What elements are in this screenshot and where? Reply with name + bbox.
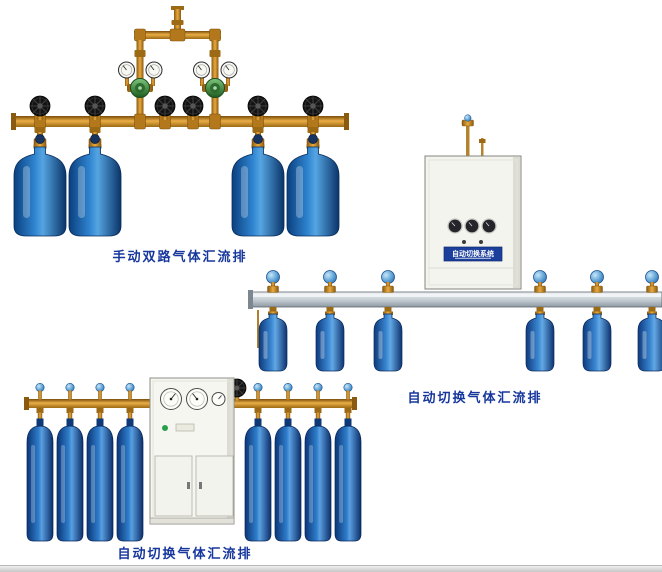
product-manual-dual-manifold [10,4,350,244]
cabinet-top-pipes [461,114,486,156]
caption-auto-switch-manifold-floor: 自动切换气体汇流排 [117,546,253,561]
product-auto-switch-manifold-wall: 自动切换系统 [238,108,662,380]
caption-auto-switch-manifold-wall: 自动切换气体汇流排 [407,390,543,405]
caption-manual-dual-manifold: 手动双路气体汇流排 [112,249,248,264]
cabinet-label: 自动切换系统 [452,249,494,258]
cylinder-valve-unit [373,270,403,372]
cabinet-label-plate [443,246,503,262]
pressure-gauge [447,218,463,234]
pressure-gauge [464,218,480,234]
cabinet-door-left [154,455,193,517]
indicator-light-green [162,425,168,431]
gas-cylinder [68,126,122,237]
cylinder-valve-unit [637,270,662,372]
pressure-gauge [211,392,226,406]
indicator-light [462,240,466,244]
control-switch [175,423,195,432]
pressure-gauge [160,388,182,410]
auto-switch-wall-image: 自动切换系统 [248,114,662,372]
end-drop-pipe [257,310,259,348]
page-bottom-edge [0,565,662,572]
door-handle [187,482,190,489]
cabinet-base [149,517,235,525]
cylinder-valve-unit [258,270,288,372]
cylinder-valve-unit [582,270,612,372]
cylinder-valve-unit [525,270,555,372]
cylinder-valve-unit [315,270,345,372]
door-handle [199,482,202,489]
control-cabinet: 自动切换系统 [424,155,522,290]
control-cabinet [149,377,235,525]
header-pipe-assembly [134,6,221,42]
gas-cylinder [13,126,67,237]
indicator-light [479,240,483,244]
auto-switch-floor-image [24,377,362,542]
pressure-gauge [481,218,497,234]
main-manifold-pipe [11,113,349,130]
product-auto-switch-manifold-floor [18,372,363,542]
pressure-gauge [186,388,208,410]
manual-dual-manifold-image [11,6,349,237]
manifold-bar [248,290,662,309]
cabinet-door-right [195,455,234,517]
